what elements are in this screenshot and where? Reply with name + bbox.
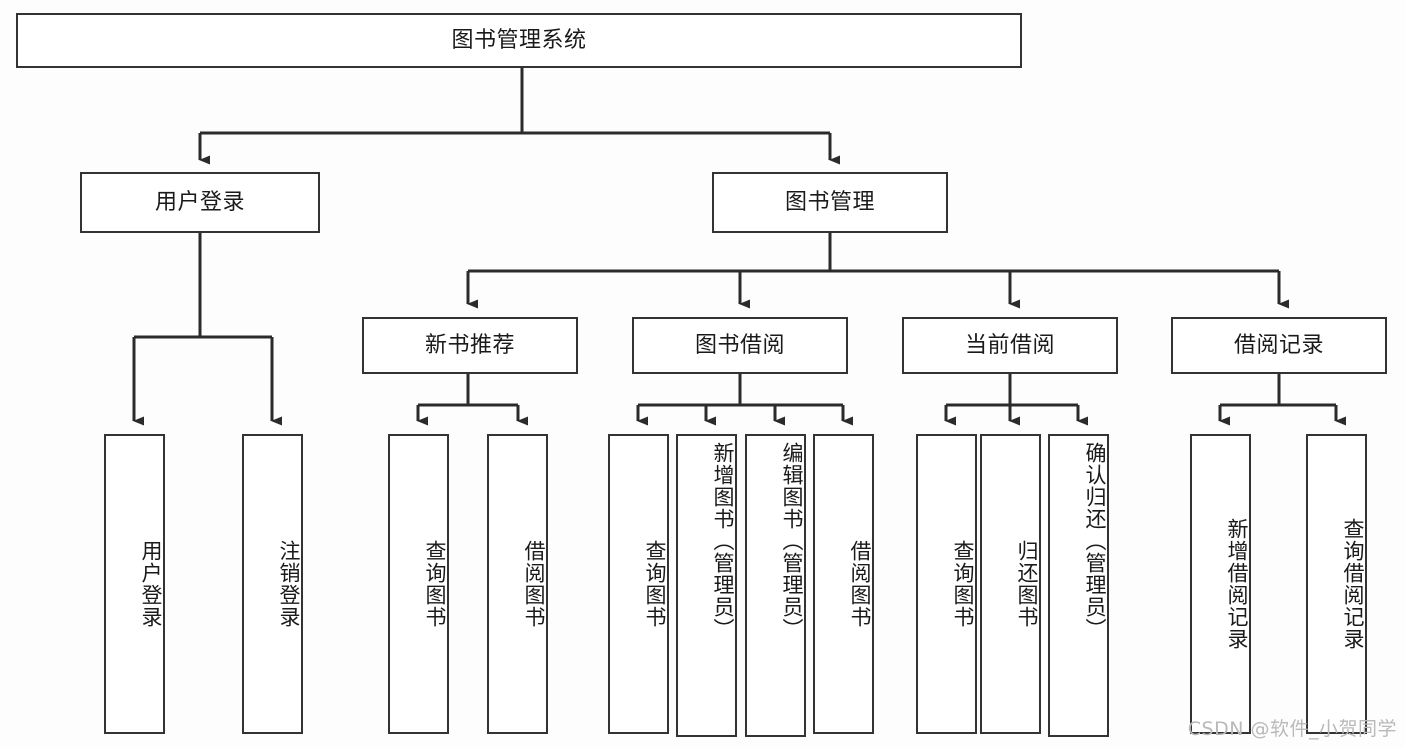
node-leaf-borrow-book-1[interactable]: 借阅图书 xyxy=(487,434,548,734)
node-leaf-add-book[interactable]: 新增图书（管理员） xyxy=(676,434,737,737)
node-leaf-query-book-3[interactable]: 查询图书 xyxy=(916,434,977,734)
node-leaf-return-book-label: 归还图书 xyxy=(1015,540,1039,628)
node-book-borrow[interactable]: 图书借阅 xyxy=(632,317,848,374)
node-leaf-return-book[interactable]: 归还图书 xyxy=(980,434,1041,734)
node-leaf-confirm-return-label: 确认归还（管理员） xyxy=(1083,442,1107,640)
node-root[interactable]: 图书管理系统 xyxy=(16,13,1022,68)
node-new-book-recommend[interactable]: 新书推荐 xyxy=(362,317,578,374)
node-leaf-query-record[interactable]: 查询借阅记录 xyxy=(1306,434,1367,734)
node-leaf-query-book-2-label: 查询图书 xyxy=(643,540,667,628)
node-current-borrow-label: 当前借阅 xyxy=(964,332,1055,358)
watermark-text: CSDN @软件_小贺同学 xyxy=(1187,718,1397,740)
node-root-label: 图书管理系统 xyxy=(451,27,587,53)
node-new-book-recommend-label: 新书推荐 xyxy=(424,332,515,358)
node-borrow-record[interactable]: 借阅记录 xyxy=(1171,317,1387,374)
node-leaf-borrow-book-1-label: 借阅图书 xyxy=(522,540,546,628)
node-leaf-confirm-return[interactable]: 确认归还（管理员） xyxy=(1048,434,1109,737)
node-book-management[interactable]: 图书管理 xyxy=(712,172,948,233)
node-leaf-edit-book-label: 编辑图书（管理员） xyxy=(780,442,804,640)
node-leaf-user-logout-label: 注销登录 xyxy=(277,540,301,628)
node-leaf-user-login-label: 用户登录 xyxy=(139,540,163,628)
node-leaf-query-book-1-label: 查询图书 xyxy=(423,540,447,628)
node-leaf-borrow-book-2-label: 借阅图书 xyxy=(848,540,872,628)
node-book-borrow-label: 图书借阅 xyxy=(694,332,785,358)
node-leaf-add-book-label: 新增图书（管理员） xyxy=(711,442,735,640)
node-leaf-borrow-book-2[interactable]: 借阅图书 xyxy=(813,434,874,734)
node-leaf-user-login[interactable]: 用户登录 xyxy=(104,434,165,734)
node-borrow-record-label: 借阅记录 xyxy=(1233,332,1324,358)
node-leaf-edit-book[interactable]: 编辑图书（管理员） xyxy=(745,434,806,737)
node-leaf-query-book-2[interactable]: 查询图书 xyxy=(608,434,669,734)
node-leaf-query-book-1[interactable]: 查询图书 xyxy=(388,434,449,734)
node-leaf-add-record-label: 新增借阅记录 xyxy=(1225,518,1249,650)
node-current-borrow[interactable]: 当前借阅 xyxy=(902,317,1118,374)
node-leaf-query-book-3-label: 查询图书 xyxy=(951,540,975,628)
node-leaf-add-record[interactable]: 新增借阅记录 xyxy=(1190,434,1251,734)
node-user-login-label: 用户登录 xyxy=(154,189,245,215)
node-book-management-label: 图书管理 xyxy=(784,189,875,215)
node-user-login[interactable]: 用户登录 xyxy=(80,172,320,233)
node-leaf-user-logout[interactable]: 注销登录 xyxy=(242,434,303,734)
node-leaf-query-record-label: 查询借阅记录 xyxy=(1341,518,1365,650)
